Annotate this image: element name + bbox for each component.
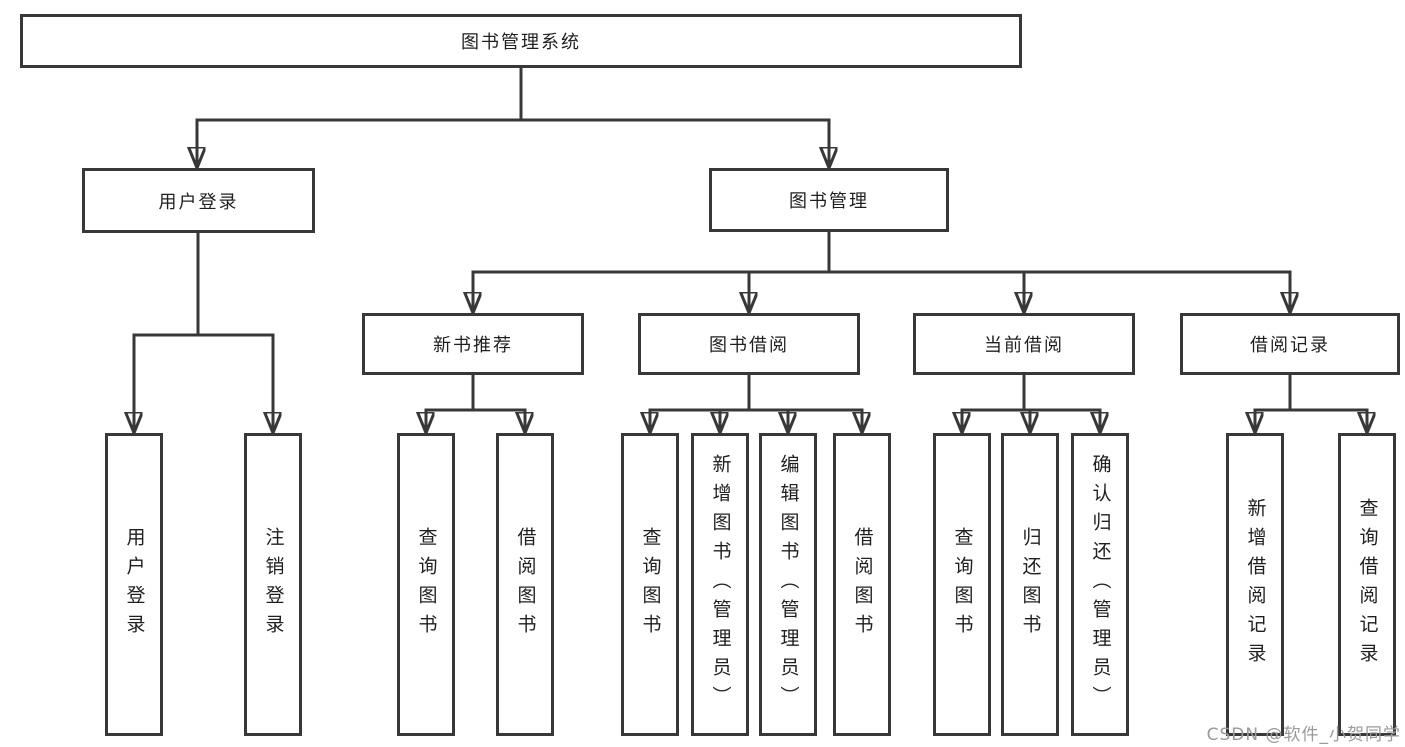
leaf-user-login: 用户登录 [105,433,163,736]
leaf-logout: 注销登录 [244,433,302,736]
leaf-recommend-borrow-books: 借阅图书 [496,433,554,736]
leaf-current-query-books-label: 查询图书 [951,526,974,643]
node-user-login: 用户登录 [82,168,315,233]
node-user-login-label: 用户登录 [158,191,239,213]
leaf-borrowing-query-books: 查询图书 [621,433,679,736]
leaf-recommend-borrow-books-label: 借阅图书 [514,526,537,643]
node-new-book-recommend-label: 新书推荐 [433,335,513,356]
leaf-logout-label: 注销登录 [262,526,285,643]
connector-current-borrowing [961,375,1102,433]
leaf-current-query-books: 查询图书 [933,433,991,736]
leaf-user-login-label: 用户登录 [123,526,146,643]
leaf-confirm-return-admin: 确认归还（管理员） [1071,433,1129,736]
leaf-borrowing-query-books-label: 查询图书 [639,526,662,643]
leaf-query-borrow-record: 查询借阅记录 [1338,433,1396,736]
node-borrowing-records-label: 借阅记录 [1250,335,1330,356]
node-borrowing-records: 借阅记录 [1180,313,1400,375]
leaf-recommend-query-books: 查询图书 [397,433,455,736]
node-library-management-system-label: 图书管理系统 [461,32,581,53]
leaf-add-books-admin: 新增图书（管理员） [691,433,749,736]
connector-book-management [472,232,1292,313]
node-current-borrowing-label: 当前借阅 [984,335,1064,356]
connector-user-login [133,233,275,433]
node-book-borrowing-label: 图书借阅 [709,335,789,356]
connector-borrowing-records [1254,375,1369,433]
node-new-book-recommend: 新书推荐 [362,313,584,375]
node-book-borrowing: 图书借阅 [638,313,860,375]
node-book-management-label: 图书管理 [789,191,869,212]
leaf-add-borrow-record: 新增借阅记录 [1226,433,1284,736]
leaf-query-borrow-record-label: 查询借阅记录 [1356,497,1379,672]
leaf-edit-books-admin-label: 编辑图书（管理员） [777,454,800,715]
leaf-edit-books-admin: 编辑图书（管理员） [759,433,817,736]
leaf-return-books-label: 归还图书 [1019,526,1042,643]
leaf-add-borrow-record-label: 新增借阅记录 [1244,497,1267,672]
leaf-recommend-query-books-label: 查询图书 [415,526,438,643]
node-current-borrowing: 当前借阅 [913,313,1135,375]
csdn-watermark: CSDN @软件_小贺同学 [1206,725,1401,745]
leaf-borrow-books-label: 借阅图书 [851,526,874,643]
leaf-add-books-admin-label: 新增图书（管理员） [709,454,732,715]
leaf-borrow-books: 借阅图书 [833,433,891,736]
connector-new-book-recommend [425,375,527,433]
connector-root [196,68,831,168]
node-book-management: 图书管理 [709,168,949,232]
node-library-management-system: 图书管理系统 [20,14,1022,68]
leaf-return-books: 归还图书 [1001,433,1059,736]
leaf-confirm-return-admin-label: 确认归还（管理员） [1089,454,1112,715]
connector-book-borrowing [649,375,864,433]
